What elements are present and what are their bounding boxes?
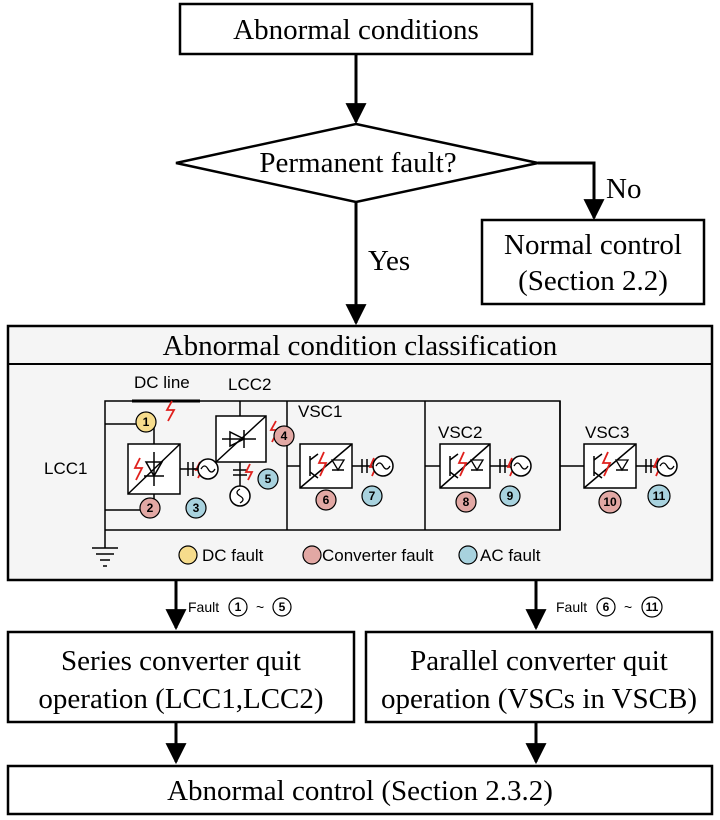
end-label: Abnormal control (Section 2.3.2) (167, 775, 553, 807)
fault-marker-5: 5 (257, 468, 279, 490)
yes-label: Yes (368, 245, 410, 277)
lcc2-label: LCC2 (228, 375, 271, 394)
svg-text:1: 1 (235, 600, 242, 614)
vsc2-ac-source-icon (510, 455, 532, 477)
vsc1-converter (299, 443, 353, 489)
svg-text:DC fault: DC fault (202, 546, 264, 565)
series-label-line1: Series converter quit (61, 645, 301, 677)
vsc1-label: VSC1 (298, 402, 342, 421)
lcc1-converter (127, 443, 181, 495)
svg-text:~: ~ (624, 599, 632, 615)
parallel-label-line2: operation (VSCs in VSCB) (381, 683, 697, 715)
no-label: No (606, 173, 641, 205)
normal-control-node: Normal control (Section 2.2) (480, 218, 706, 306)
lcc2-ac-source-icon (229, 485, 251, 507)
normal-label-line1: Normal control (504, 229, 682, 261)
vsc2-label: VSC2 (438, 423, 482, 442)
series-label-line2: operation (LCC1,LCC2) (38, 683, 323, 715)
vsc3-ac-source-icon (656, 455, 678, 477)
fault-marker-4: 4 (273, 425, 295, 447)
svg-text:~: ~ (256, 599, 264, 615)
start-node: Abnormal conditions (178, 2, 534, 56)
classification-title: Abnormal condition classification (163, 330, 558, 362)
vsc3-label: VSC3 (585, 423, 629, 442)
fault-marker-8: 8 (455, 491, 477, 513)
vsc2-converter (439, 443, 491, 489)
legend-converter-fault: Converter fault (302, 545, 434, 565)
fault-range-right: Fault 6 ~ 11 (556, 596, 663, 618)
ac-source-icon (197, 458, 219, 480)
svg-text:Fault: Fault (556, 599, 587, 615)
fault-range-left: Fault 1 ~ 5 (188, 597, 292, 617)
normal-label-line2: (Section 2.2) (518, 265, 668, 297)
svg-text:6: 6 (603, 600, 610, 614)
arrow-no-branch (538, 161, 605, 221)
lcc1-label: LCC1 (44, 459, 87, 478)
fault-marker-11: 11 (647, 484, 671, 508)
svg-text:9: 9 (507, 489, 514, 503)
parallel-label-line1: Parallel converter quit (410, 645, 668, 677)
dc-line-label: DC line (134, 373, 190, 392)
vsc1-ac-source-icon (372, 455, 394, 477)
series-converter-node: Series converter quit operation (LCC1,LC… (6, 630, 356, 724)
fault-marker-9: 9 (499, 485, 521, 507)
lcc2-converter (215, 415, 267, 463)
decision-label: Permanent fault? (259, 147, 456, 179)
circuit-diagram: DC line LCC1 (44, 373, 678, 567)
fault-marker-10: 10 (598, 490, 622, 514)
svg-text:11: 11 (653, 489, 666, 503)
ground-icon (92, 547, 118, 567)
fault-marker-1: 1 (135, 411, 157, 433)
decision-node: Permanent fault? (175, 122, 539, 204)
vsc3-converter (583, 443, 637, 489)
svg-text:5: 5 (279, 600, 286, 614)
parallel-converter-node: Parallel converter quit operation (VSCs … (364, 630, 714, 724)
fault-marker-6: 6 (315, 489, 337, 511)
fault-marker-2: 2 (139, 497, 161, 519)
svg-text:5: 5 (265, 472, 272, 486)
svg-text:7: 7 (369, 489, 376, 503)
svg-text:Converter fault: Converter fault (322, 546, 434, 565)
legend-dc-fault: DC fault (178, 545, 264, 565)
svg-text:AC fault: AC fault (480, 546, 541, 565)
svg-text:10: 10 (603, 495, 617, 509)
legend: DC fault Converter fault AC fault (178, 545, 541, 565)
svg-text:Fault: Fault (188, 599, 219, 615)
svg-text:4: 4 (281, 429, 288, 443)
left-bus (104, 400, 132, 548)
svg-text:1: 1 (143, 415, 150, 429)
start-label: Abnormal conditions (233, 14, 479, 46)
svg-text:2: 2 (147, 501, 154, 515)
svg-text:6: 6 (323, 493, 330, 507)
end-node: Abnormal control (Section 2.3.2) (6, 764, 714, 816)
svg-text:11: 11 (646, 600, 659, 614)
svg-text:3: 3 (193, 501, 200, 515)
legend-ac-fault: AC fault (458, 545, 541, 565)
svg-text:8: 8 (463, 495, 470, 509)
fault-marker-7: 7 (361, 485, 383, 507)
fault-marker-3: 3 (185, 497, 207, 519)
